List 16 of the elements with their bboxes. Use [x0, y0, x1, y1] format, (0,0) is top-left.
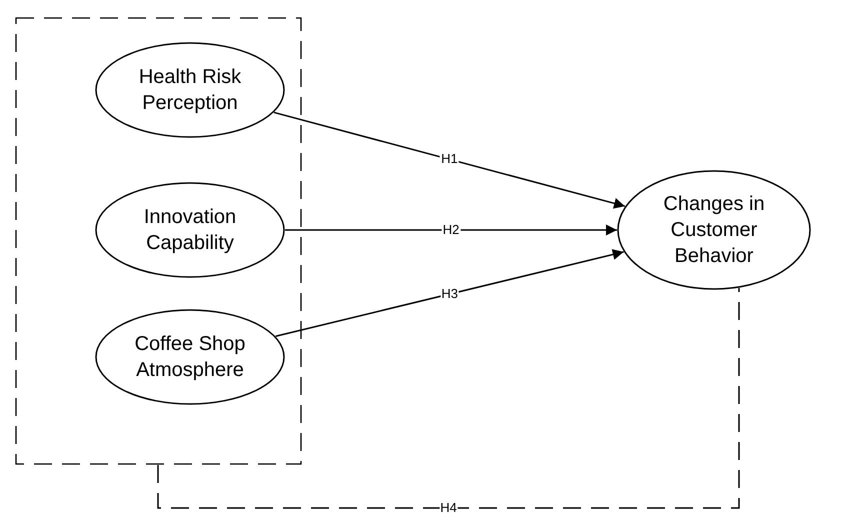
- edge-label: H3: [440, 287, 459, 302]
- edge-label: H4: [439, 501, 458, 515]
- node-label: Health Risk Perception: [138, 65, 242, 116]
- node-label: Changes in Customer Behavior: [662, 192, 766, 269]
- construct-ellipse: [95, 42, 285, 138]
- connector-line: [157, 288, 740, 509]
- arrow: [274, 112, 626, 209]
- arrow: [285, 224, 617, 236]
- construct-ellipse: [95, 309, 285, 405]
- dashed-group-box: [15, 17, 302, 465]
- node-label: Coffee Shop Atmosphere: [134, 332, 246, 383]
- construct-ellipse: [95, 182, 285, 278]
- arrow: [275, 249, 624, 337]
- construct-ellipse: [617, 170, 811, 290]
- node-label: Innovation Capability: [142, 205, 238, 256]
- edge-label: H2: [442, 223, 460, 237]
